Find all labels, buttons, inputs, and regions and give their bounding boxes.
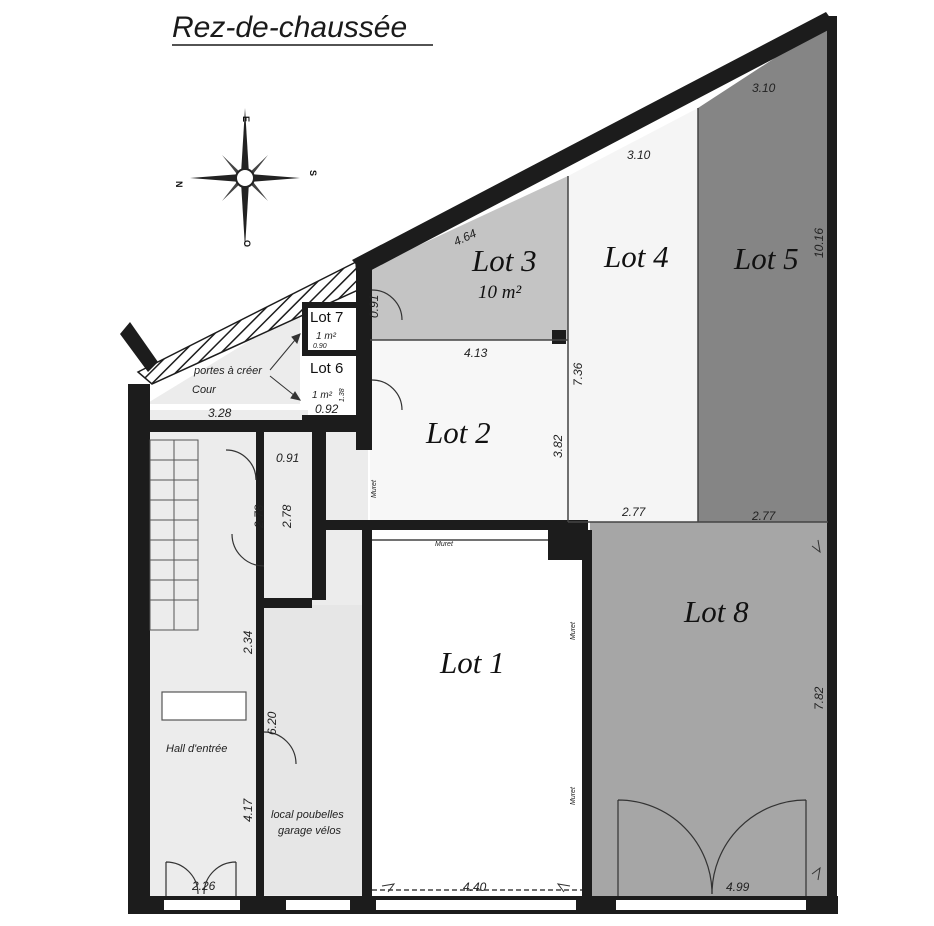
dim-4-13: 4.13 <box>464 346 488 360</box>
lot-3-area <box>370 176 568 340</box>
local-opening <box>286 900 350 910</box>
lot-6-area-label: 1 m² <box>312 390 333 401</box>
compass-north-label: N <box>174 181 184 188</box>
dim-1-38: 1.38 <box>339 388 346 402</box>
lot-2-label: Lot 2 <box>425 415 491 450</box>
lot-3-area-label: 10 m² <box>478 282 521 303</box>
dim-2-26: 2.26 <box>191 879 216 893</box>
cour-label: Cour <box>192 384 217 396</box>
dim-3-10: 3.10 <box>627 148 651 162</box>
lot-7-label: Lot 7 <box>310 309 343 326</box>
dim-7-36: 7.36 <box>571 362 585 386</box>
dim-10-16: 10.16 <box>812 228 826 258</box>
lot-1-label: Lot 1 <box>439 645 505 680</box>
dim-2-78-a: 2.78 <box>252 504 266 529</box>
entrance-opening <box>164 900 240 910</box>
compass-south-label: S <box>308 170 318 176</box>
lot-5-label: Lot 5 <box>733 241 799 276</box>
local-label-line2: garage vélos <box>278 825 341 837</box>
lot-8-opening <box>616 900 806 910</box>
lot-1-opening <box>376 900 576 910</box>
muret-label-lot1-lower: Muret <box>570 786 577 805</box>
muret-label-lot2: Muret <box>371 479 378 498</box>
local-label-line1: local poubelles <box>271 809 344 821</box>
local-poubelles-area <box>264 605 370 895</box>
compass-east-label: E <box>241 116 251 122</box>
lot-2-area <box>370 340 568 522</box>
dim-6-20: 6.20 <box>265 711 279 735</box>
lot-4-area <box>568 108 698 522</box>
lot-7-area <box>308 308 356 350</box>
doors <box>165 289 807 896</box>
dim-3-82: 3.82 <box>551 434 565 458</box>
hall-label: Hall d'entrée <box>166 743 227 755</box>
dim-4-99: 4.99 <box>726 880 750 894</box>
dim-2-34: 2.34 <box>241 630 255 655</box>
dim-0-90: 0.90 <box>313 343 327 350</box>
dim-3-10-top: 3.10 <box>752 81 776 95</box>
lot-6-area <box>308 356 356 415</box>
staircase <box>149 439 199 631</box>
portes-label: portes à créer <box>193 365 263 377</box>
compass-rose-icon <box>190 108 300 248</box>
dim-0-91-corridor: 0.91 <box>276 451 299 465</box>
lot-7-area-label: 1 m² <box>316 331 337 342</box>
dim-2-77-a: 2.77 <box>621 505 647 519</box>
lot-5-area <box>698 24 827 522</box>
dim-4-40: 4.40 <box>463 880 487 894</box>
lot-3-label: Lot 3 <box>471 243 537 278</box>
compass-west-label: O <box>242 240 252 247</box>
dimension-arrows <box>381 539 821 893</box>
dim-2-78-b: 2.78 <box>280 504 294 529</box>
muret-label-top: Muret <box>435 541 454 548</box>
portes-arrows <box>269 333 302 401</box>
dim-0-91-lot3: 0.91 <box>367 295 381 318</box>
lot-4-label: Lot 4 <box>603 239 669 274</box>
dim-2-77-b: 2.77 <box>751 509 777 523</box>
muret-label-lot1-upper: Muret <box>570 621 577 640</box>
partition-lines <box>370 108 828 891</box>
lot-1-area <box>372 540 582 890</box>
page-title: Rez-de-chaussée <box>172 11 407 44</box>
dim-7-82: 7.82 <box>812 686 826 710</box>
dim-0-92: 0.92 <box>315 402 339 416</box>
lot-8-area <box>590 522 828 896</box>
lot-6-label: Lot 6 <box>310 360 343 377</box>
dim-3-28: 3.28 <box>208 406 232 420</box>
dim-4-17: 4.17 <box>241 797 255 822</box>
hall-bench <box>161 691 247 721</box>
lot-8-label: Lot 8 <box>683 594 749 629</box>
